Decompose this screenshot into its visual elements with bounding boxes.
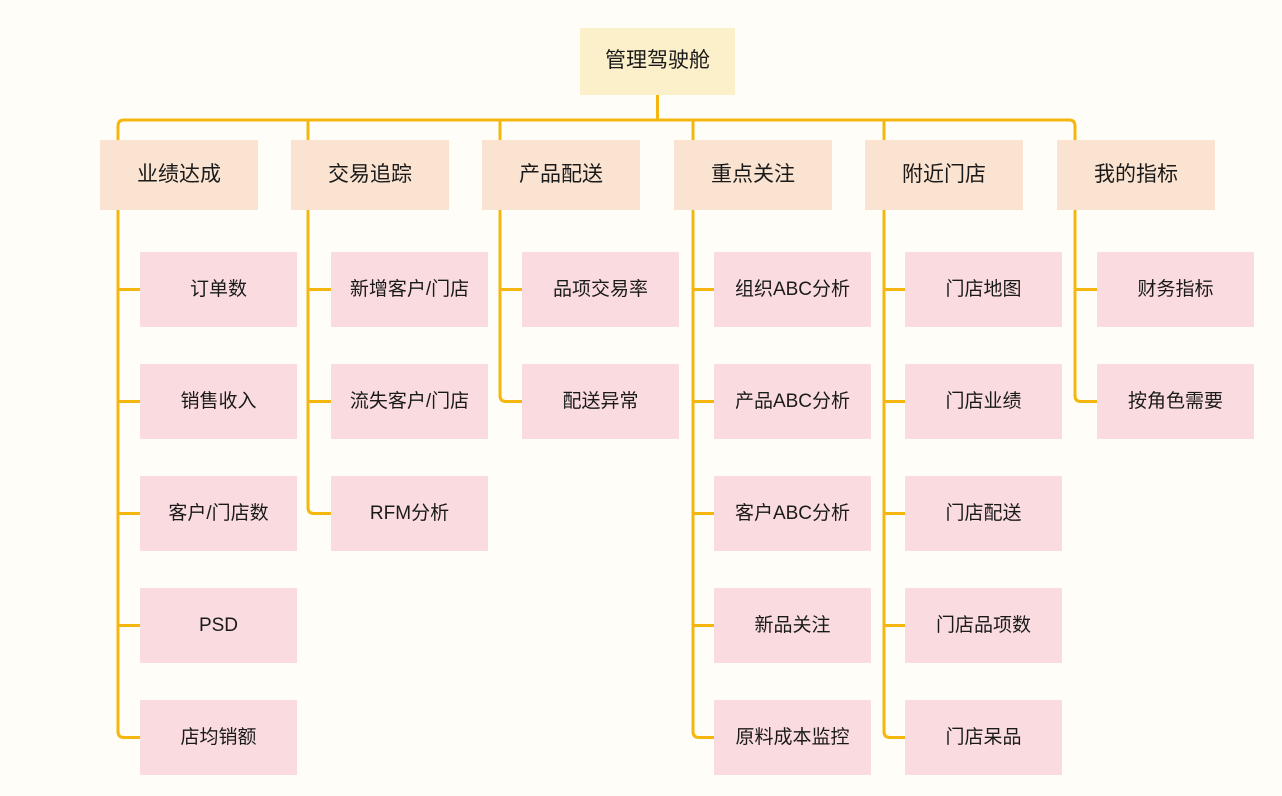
branch-node-1[interactable]: 业绩达成 xyxy=(100,140,258,210)
leaf-node[interactable]: 门店地图 xyxy=(905,252,1062,327)
leaf-node[interactable]: 门店呆品 xyxy=(905,700,1062,775)
leaf-node[interactable]: 客户/门店数 xyxy=(140,476,297,551)
leaf-node[interactable]: 品项交易率 xyxy=(522,252,679,327)
leaf-node[interactable]: 客户ABC分析 xyxy=(714,476,871,551)
leaf-node[interactable]: 店均销额 xyxy=(140,700,297,775)
leaf-node[interactable]: 新增客户/门店 xyxy=(331,252,488,327)
leaf-node[interactable]: PSD xyxy=(140,588,297,663)
leaf-node[interactable]: 门店配送 xyxy=(905,476,1062,551)
leaf-node[interactable]: 门店品项数 xyxy=(905,588,1062,663)
leaf-node[interactable]: 新品关注 xyxy=(714,588,871,663)
branch-node-2[interactable]: 交易追踪 xyxy=(291,140,449,210)
leaf-node[interactable]: 销售收入 xyxy=(140,364,297,439)
leaf-node[interactable]: 订单数 xyxy=(140,252,297,327)
branch-node-3[interactable]: 产品配送 xyxy=(482,140,640,210)
leaf-node[interactable]: 产品ABC分析 xyxy=(714,364,871,439)
leaf-node[interactable]: 原料成本监控 xyxy=(714,700,871,775)
leaf-node[interactable]: 财务指标 xyxy=(1097,252,1254,327)
leaf-node[interactable]: 门店业绩 xyxy=(905,364,1062,439)
leaf-node[interactable]: 配送异常 xyxy=(522,364,679,439)
branch-node-5[interactable]: 附近门店 xyxy=(865,140,1023,210)
leaf-node[interactable]: 组织ABC分析 xyxy=(714,252,871,327)
leaf-node[interactable]: RFM分析 xyxy=(331,476,488,551)
leaf-node[interactable]: 按角色需要 xyxy=(1097,364,1254,439)
branch-node-6[interactable]: 我的指标 xyxy=(1057,140,1215,210)
branch-node-4[interactable]: 重点关注 xyxy=(674,140,832,210)
leaf-node[interactable]: 流失客户/门店 xyxy=(331,364,488,439)
root-node[interactable]: 管理驾驶舱 xyxy=(580,28,735,95)
